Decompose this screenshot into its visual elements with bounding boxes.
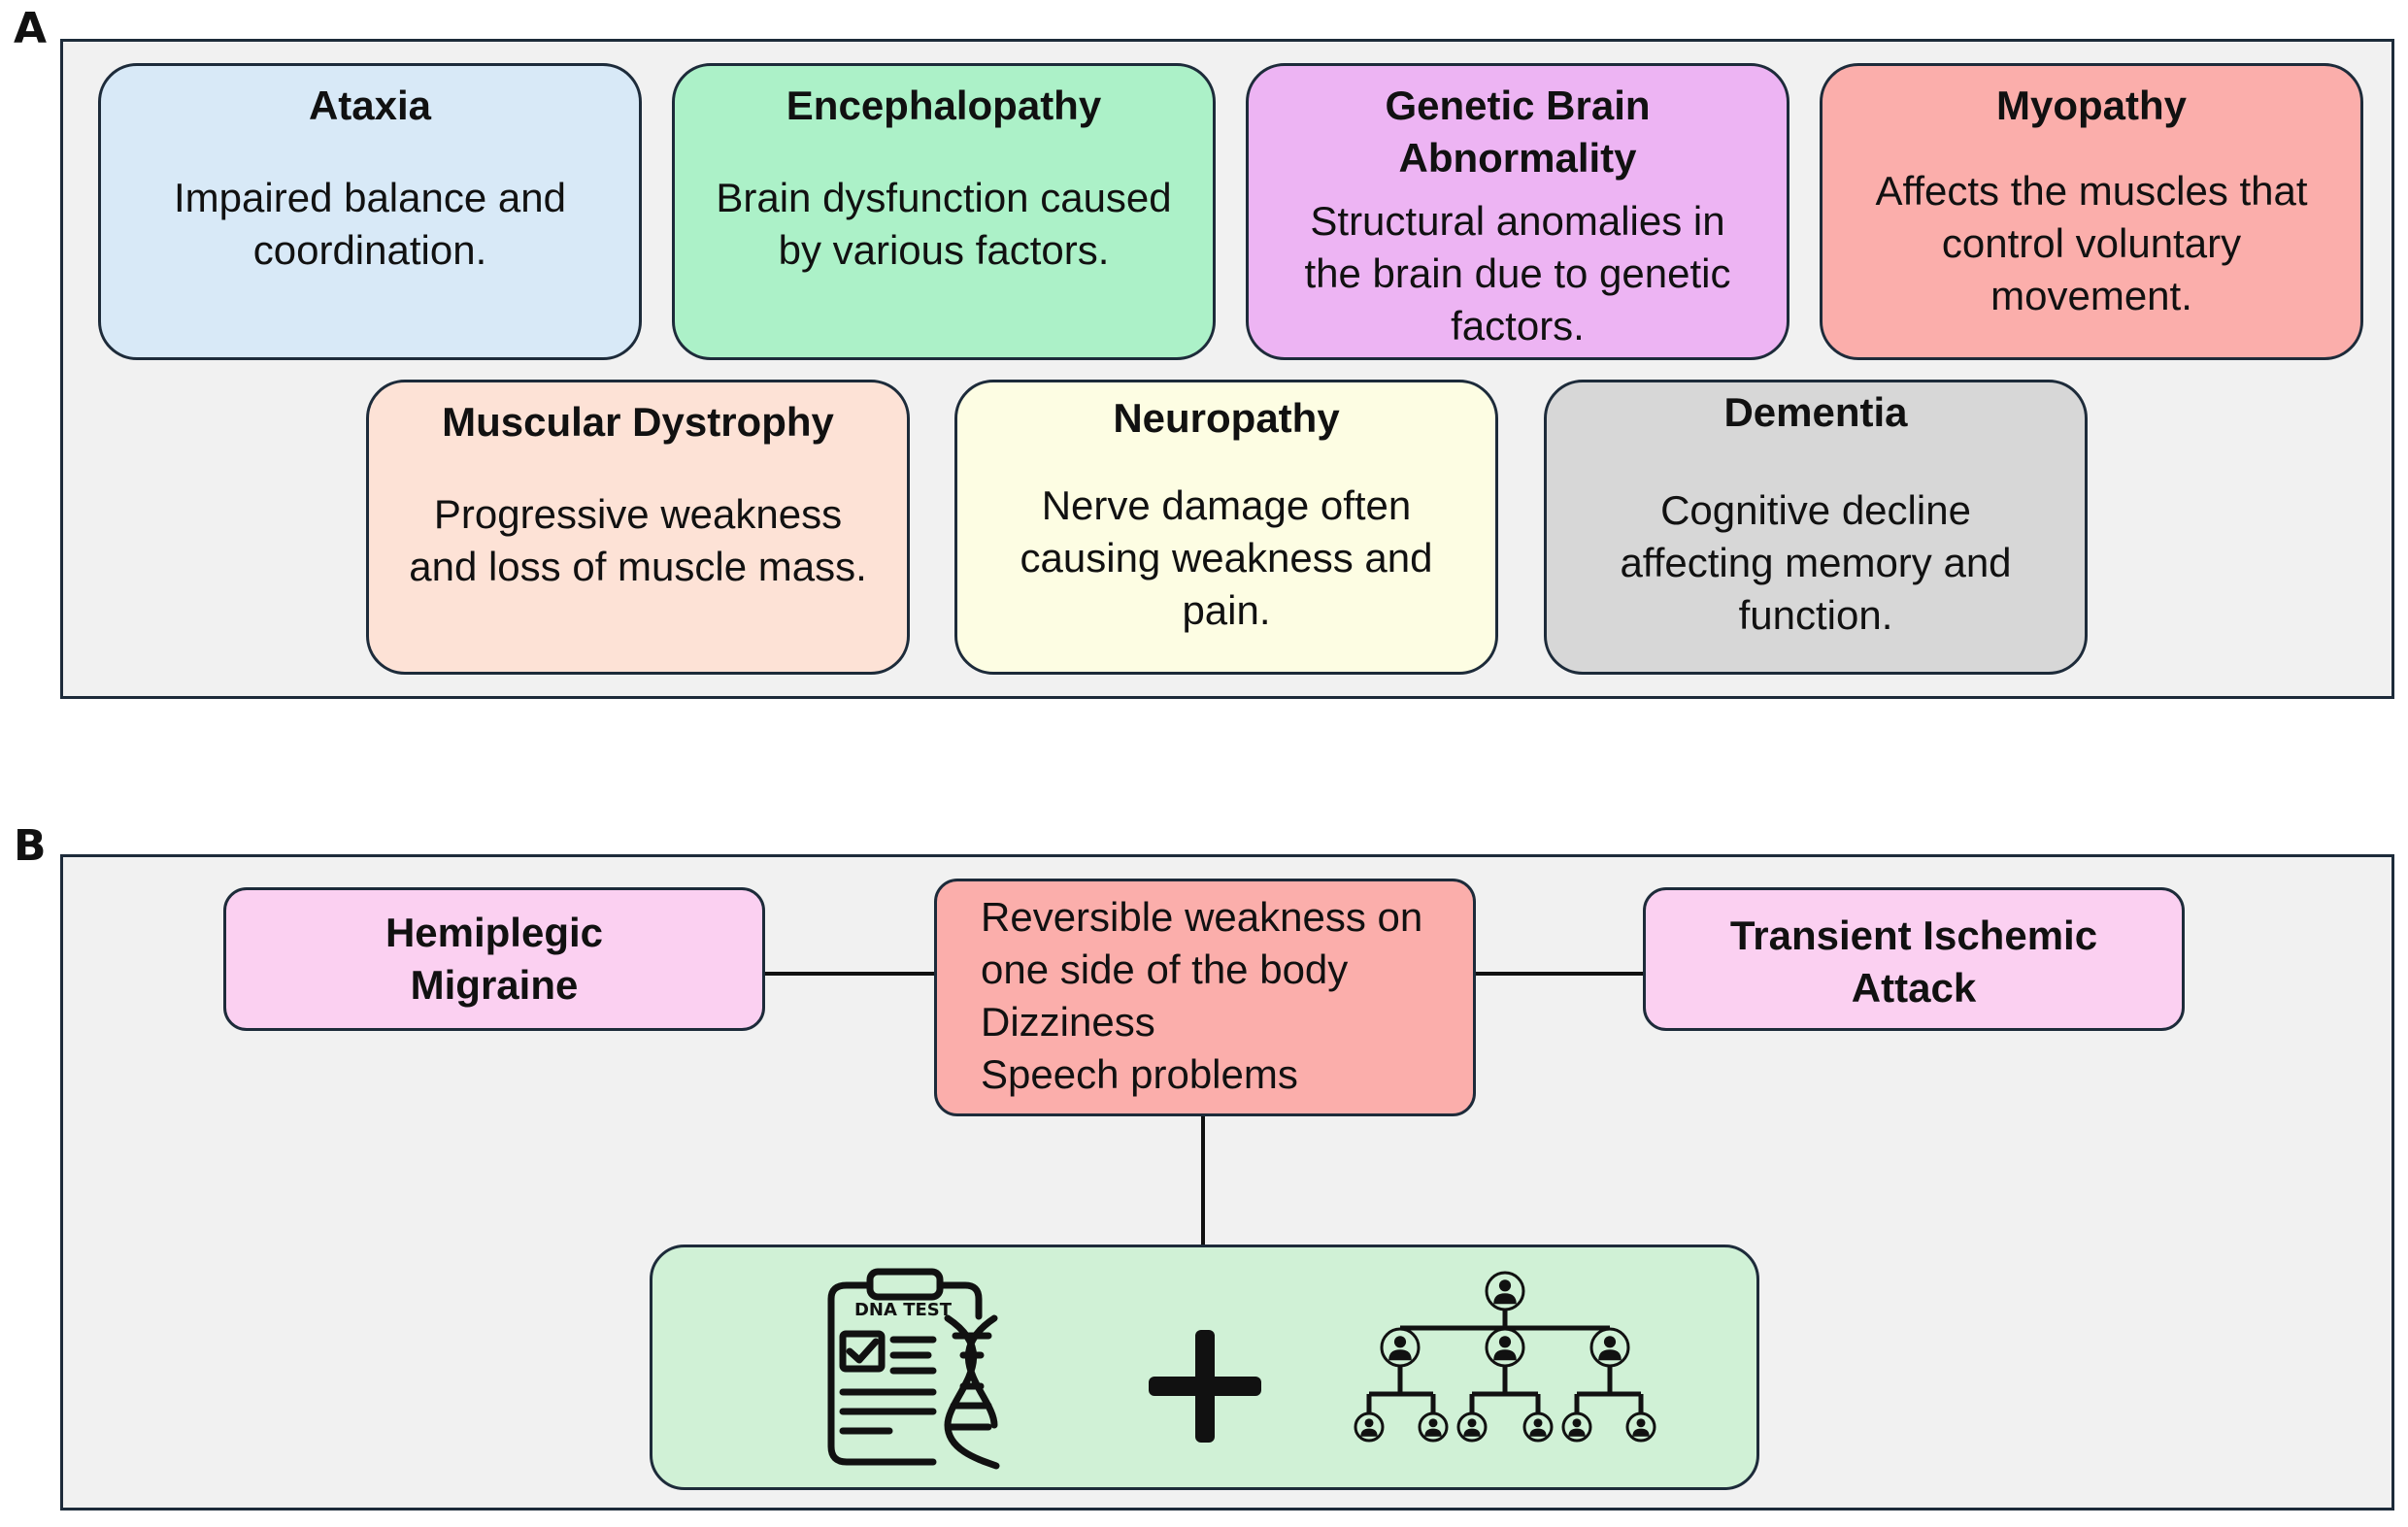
neuropathy-box: Neuropathy Nerve damage often causing we… bbox=[954, 380, 1498, 675]
neuropathy-title: Neuropathy bbox=[1113, 395, 1340, 441]
encephalopathy-title: Encephalopathy bbox=[786, 83, 1102, 128]
muscular-dystrophy-box: Muscular Dystrophy Progressive weakness … bbox=[366, 380, 910, 675]
person-icon bbox=[1456, 1411, 1488, 1443]
connector-down bbox=[1201, 1114, 1205, 1246]
myopathy-description: Affects the muscles that control volunta… bbox=[1875, 168, 2308, 318]
encephalopathy-description: Brain dysfunction caused by various fact… bbox=[716, 175, 1172, 273]
hemiplegic-migraine-label: Hemiplegic Migraine bbox=[385, 910, 604, 1008]
dna-test-clipboard-icon: DNA TEST bbox=[827, 1268, 1000, 1470]
muscular-dystrophy-title: Muscular Dystrophy bbox=[442, 399, 834, 445]
symptoms-list: Reversible weakness on one side of the b… bbox=[981, 891, 1422, 1101]
myopathy-box: Myopathy Affects the muscles that contro… bbox=[1820, 63, 2363, 360]
person-icon bbox=[1380, 1327, 1421, 1368]
transient-ischemic-attack-box: Transient Ischemic Attack bbox=[1643, 887, 2185, 1031]
person-icon bbox=[1522, 1411, 1554, 1443]
family-tree-icon bbox=[1354, 1271, 1656, 1443]
symptom-item: one side of the body bbox=[981, 946, 1349, 992]
encephalopathy-box: Encephalopathy Brain dysfunction caused … bbox=[672, 63, 1216, 360]
dementia-title: Dementia bbox=[1723, 389, 1908, 435]
ataxia-box: Ataxia Impaired balance and coordination… bbox=[98, 63, 642, 360]
person-icon bbox=[1485, 1327, 1525, 1368]
transient-ischemic-attack-label: Transient Ischemic Attack bbox=[1729, 913, 2098, 1011]
hemiplegic-migraine-box: Hemiplegic Migraine bbox=[223, 887, 765, 1031]
person-icon bbox=[1625, 1411, 1656, 1443]
person-icon bbox=[1485, 1271, 1525, 1311]
person-icon bbox=[1418, 1411, 1449, 1443]
person-icon bbox=[1354, 1411, 1385, 1443]
muscular-dystrophy-description: Progressive weakness and loss of muscle … bbox=[409, 491, 867, 589]
symptoms-box: Reversible weakness on one side of the b… bbox=[934, 879, 1476, 1116]
myopathy-title: Myopathy bbox=[1995, 83, 2187, 128]
genetic-brain-abnormality-title: Genetic Brain Abnormality bbox=[1385, 83, 1651, 181]
connector-right bbox=[1474, 972, 1645, 976]
symptom-item: Dizziness bbox=[981, 999, 1155, 1045]
neuropathy-description: Nerve damage often causing weakness and … bbox=[1020, 482, 1433, 633]
person-icon bbox=[1561, 1411, 1592, 1443]
ataxia-description: Impaired balance and coordination. bbox=[174, 175, 566, 273]
symptom-item: Speech problems bbox=[981, 1051, 1298, 1097]
dementia-description: Cognitive decline affecting memory and f… bbox=[1620, 487, 2012, 638]
connector-left bbox=[763, 972, 936, 976]
genetic-brain-abnormality-description: Structural anomalies in the brain due to… bbox=[1304, 198, 1731, 349]
ataxia-title: Ataxia bbox=[308, 83, 432, 128]
dna-test-label: DNA TEST bbox=[854, 1300, 953, 1320]
panel-a-letter: A bbox=[14, 4, 48, 53]
panel-b-letter: B bbox=[14, 821, 47, 871]
dementia-box: Dementia Cognitive decline affecting mem… bbox=[1544, 380, 2088, 675]
plus-icon bbox=[1149, 1330, 1261, 1443]
symptom-item: Reversible weakness on bbox=[981, 894, 1423, 940]
genetic-brain-abnormality-box: Genetic Brain Abnormality Structural ano… bbox=[1246, 63, 1789, 360]
person-icon bbox=[1589, 1327, 1630, 1368]
